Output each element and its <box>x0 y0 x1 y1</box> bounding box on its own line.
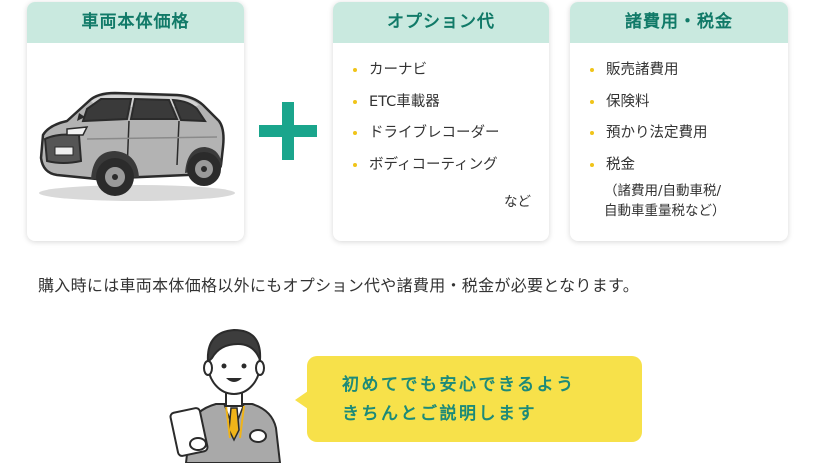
list-item: ボディコーティング <box>353 155 549 187</box>
bullet-dot-icon <box>353 162 357 167</box>
vehicle-price-title: 車両本体価格 <box>27 2 244 43</box>
options-card: オプション代 カーナビ ETC車載器 ドライブレコーダー ボディコーティング な… <box>333 2 549 241</box>
plus-icon <box>259 102 317 160</box>
list-item: 販売諸費用 <box>590 60 788 92</box>
staff-illustration <box>169 328 282 463</box>
bullet-dot-icon <box>590 68 594 72</box>
tax-note: （諸費用/自動車税/ 自動車重量税など） <box>604 182 726 219</box>
options-title: オプション代 <box>333 2 549 43</box>
options-etc-note: など <box>504 194 531 210</box>
list-item: 税金 （諸費用/自動車税/ 自動車重量税など） <box>590 155 788 221</box>
speech-bubble: 初めてでも安心できるよう きちんとご説明します <box>295 356 642 442</box>
list-item: 預かり法定費用 <box>590 123 788 155</box>
bullet-dot-icon <box>590 162 594 167</box>
vehicle-price-card: 車両本体価格 <box>27 2 244 241</box>
caption-text: 購入時には車両本体価格以外にもオプション代や諸費用・税金が必要となります。 <box>38 276 640 295</box>
bullet-dot-icon <box>353 68 357 72</box>
bullet-dot-icon <box>590 131 594 135</box>
bullet-dot-icon <box>353 99 357 104</box>
list-item: ドライブレコーダー <box>353 123 549 155</box>
bullet-dot-icon <box>353 131 357 135</box>
list-item: ETC車載器 <box>353 92 549 124</box>
car-illustration <box>39 91 235 201</box>
list-item: カーナビ <box>353 60 549 92</box>
fees-list: 販売諸費用 保険料 預かり法定費用 税金 （諸費用/自動車税/ 自動車重量税など… <box>570 43 788 221</box>
list-item: 保険料 <box>590 92 788 124</box>
options-list: カーナビ ETC車載器 ドライブレコーダー ボディコーティング <box>333 43 549 186</box>
fees-taxes-title: 諸費用・税金 <box>570 2 788 43</box>
fees-taxes-card: 諸費用・税金 販売諸費用 保険料 預かり法定費用 税金 （諸費用/自動車税/ 自… <box>570 2 788 241</box>
speech-bubble-text: 初めてでも安心できるよう きちんとご説明します <box>342 375 576 424</box>
bullet-dot-icon <box>590 99 594 104</box>
